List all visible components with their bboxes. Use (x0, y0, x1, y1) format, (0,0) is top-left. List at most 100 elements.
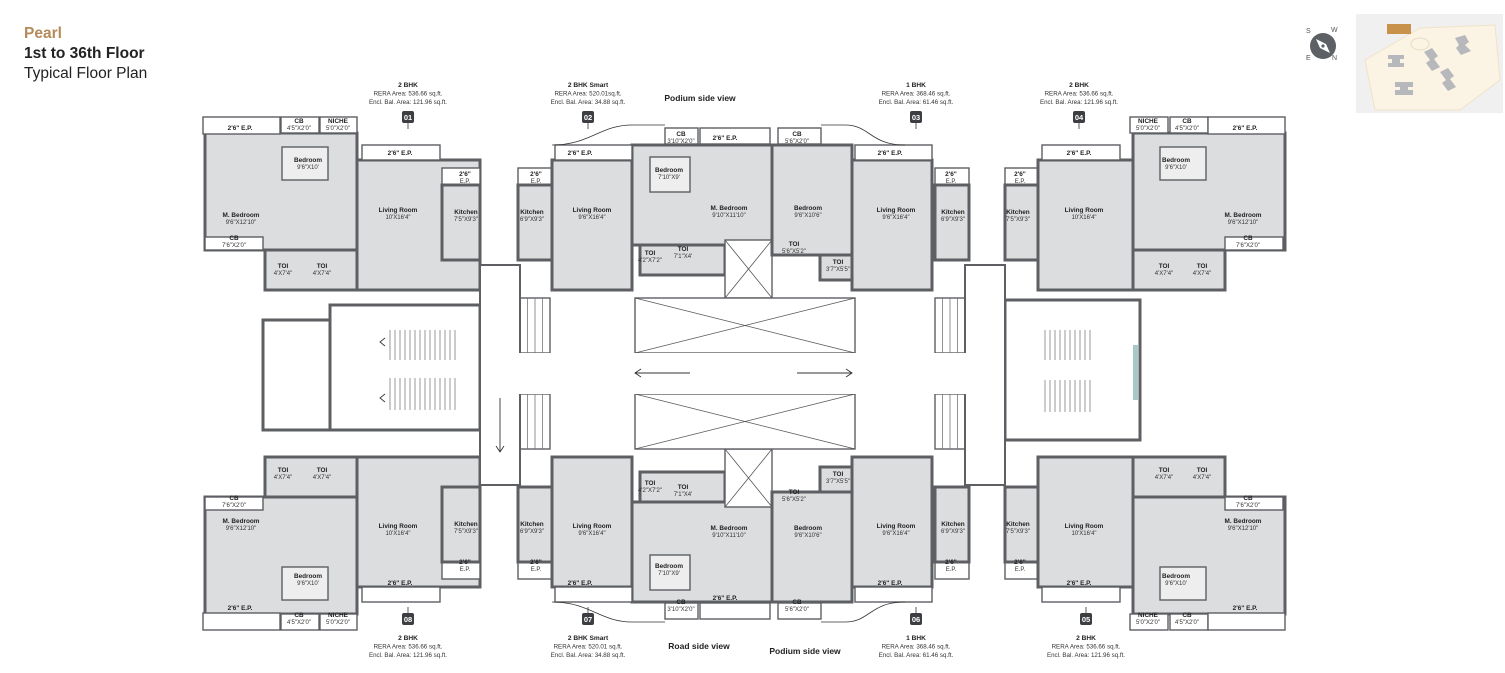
room-name: CB (1182, 118, 1192, 125)
room-size: 4'X7'4" (274, 475, 292, 481)
rera-area: RERA Area: 536.66 sq.ft. (374, 91, 443, 98)
room-size: 9'6"X12'10" (1228, 220, 1259, 226)
room-area (1131, 248, 1227, 292)
balcony-area (319, 613, 358, 631)
room-area (550, 158, 634, 292)
room-name: Kitchen (454, 209, 478, 216)
balcony-rail (551, 124, 906, 146)
room-size: 9'6"X16'4" (578, 215, 605, 221)
room-size: 5'6"X5'2" (782, 497, 806, 503)
room-size: 7'1"X4' (674, 254, 692, 260)
rera-area: RERA Area: 536.66 sq.ft. (1052, 644, 1121, 651)
room-size: 10'X16'4" (1071, 531, 1096, 537)
room-ep: 2'6"E.P. (945, 171, 957, 185)
room-name: CB (676, 599, 686, 606)
right-corridor (964, 264, 1006, 486)
room-cb: CB3'10"X2'0" (667, 131, 694, 145)
room-size: 3'7"X5'5" (826, 479, 850, 485)
room-name: Living Room (573, 523, 612, 530)
unit-number: 08 (404, 615, 412, 624)
room-size: 5'0"X2'0" (326, 126, 350, 132)
room-name: 2'6" E.P. (1067, 150, 1092, 157)
left-service-room (261, 318, 332, 432)
unit-number-badge (402, 111, 414, 123)
room-size: 4'2"X7'2" (638, 488, 662, 494)
room-name: TOI (317, 467, 328, 474)
balcony-area (554, 586, 633, 603)
room-area (516, 183, 554, 262)
room-cb: CB4'5"X2'0" (287, 118, 311, 132)
room-size: 5'0"X2'0" (1136, 620, 1160, 626)
room-size: 9'6"X16'4" (882, 215, 909, 221)
balcony-area (361, 586, 441, 603)
room-area (1036, 455, 1135, 589)
rera-area: RERA Area: 520.01 sq.ft. (554, 644, 623, 651)
balcony-area (204, 496, 264, 511)
room-size: 4'X7'4" (313, 271, 331, 277)
room-name: TOI (789, 489, 800, 496)
room-name: NICHE (328, 612, 349, 619)
room-name: TOI (317, 263, 328, 270)
room-ep: 2'6"E.P. (1014, 559, 1026, 573)
lobby (518, 353, 967, 394)
room-name: Bedroom (1162, 157, 1190, 164)
room-name: CB (792, 599, 802, 606)
balcony-area-text: Encl. Bal. Area: 121.96 sq.ft. (369, 99, 447, 106)
room-name: M. Bedroom (711, 205, 748, 212)
rera-area: RERA Area: 520.01sq.ft. (554, 91, 621, 98)
room-name: 2'6" (459, 559, 471, 566)
room-name: 2'6" (459, 171, 471, 178)
balcony-area-text: Encl. Bal. Area: 34.88 sq.ft. (551, 652, 626, 659)
room-e-p: 2'6" E.P. (713, 595, 738, 602)
room-name: 2'6" E.P. (713, 135, 738, 142)
rera-area: RERA Area: 536.66 sq.ft. (374, 644, 443, 651)
room-area (850, 455, 934, 589)
room-e-p: 2'6" E.P. (878, 150, 903, 157)
balcony-area (1224, 496, 1284, 511)
core-area (261, 264, 1142, 486)
room-e-p: 2'6" E.P. (228, 605, 253, 612)
room-area (933, 183, 971, 262)
unit-number-badge (402, 613, 414, 625)
room-name: 2'6" (530, 559, 542, 566)
room-name: 2'6" E.P. (568, 150, 593, 157)
room-name: TOI (278, 263, 289, 270)
room-ep: 2'6"E.P. (530, 559, 542, 573)
room-size: 9'6"X10' (1165, 165, 1187, 171)
room-name: TOI (1197, 467, 1208, 474)
room-size: 9'6"X10'6" (794, 533, 821, 539)
room-name: 2'6" E.P. (1233, 125, 1258, 132)
room-size: 6'9"X9'3" (520, 529, 544, 535)
room-e-p: 2'6" E.P. (228, 125, 253, 132)
unit-number: 03 (912, 113, 920, 122)
room-name: M. Bedroom (1225, 212, 1262, 219)
room-e-p: 2'6" E.P. (1233, 605, 1258, 612)
room-size: 9'6"X12'10" (1228, 526, 1259, 532)
lift-cross (724, 239, 773, 299)
room-e-p: 2'6" E.P. (568, 150, 593, 157)
room-name: Living Room (1065, 523, 1104, 530)
unit-type: 2 BHK (1076, 635, 1096, 642)
room-name: CB (294, 118, 304, 125)
room-name: Kitchen (1006, 209, 1030, 216)
unit-type: 1 BHK (906, 82, 926, 89)
